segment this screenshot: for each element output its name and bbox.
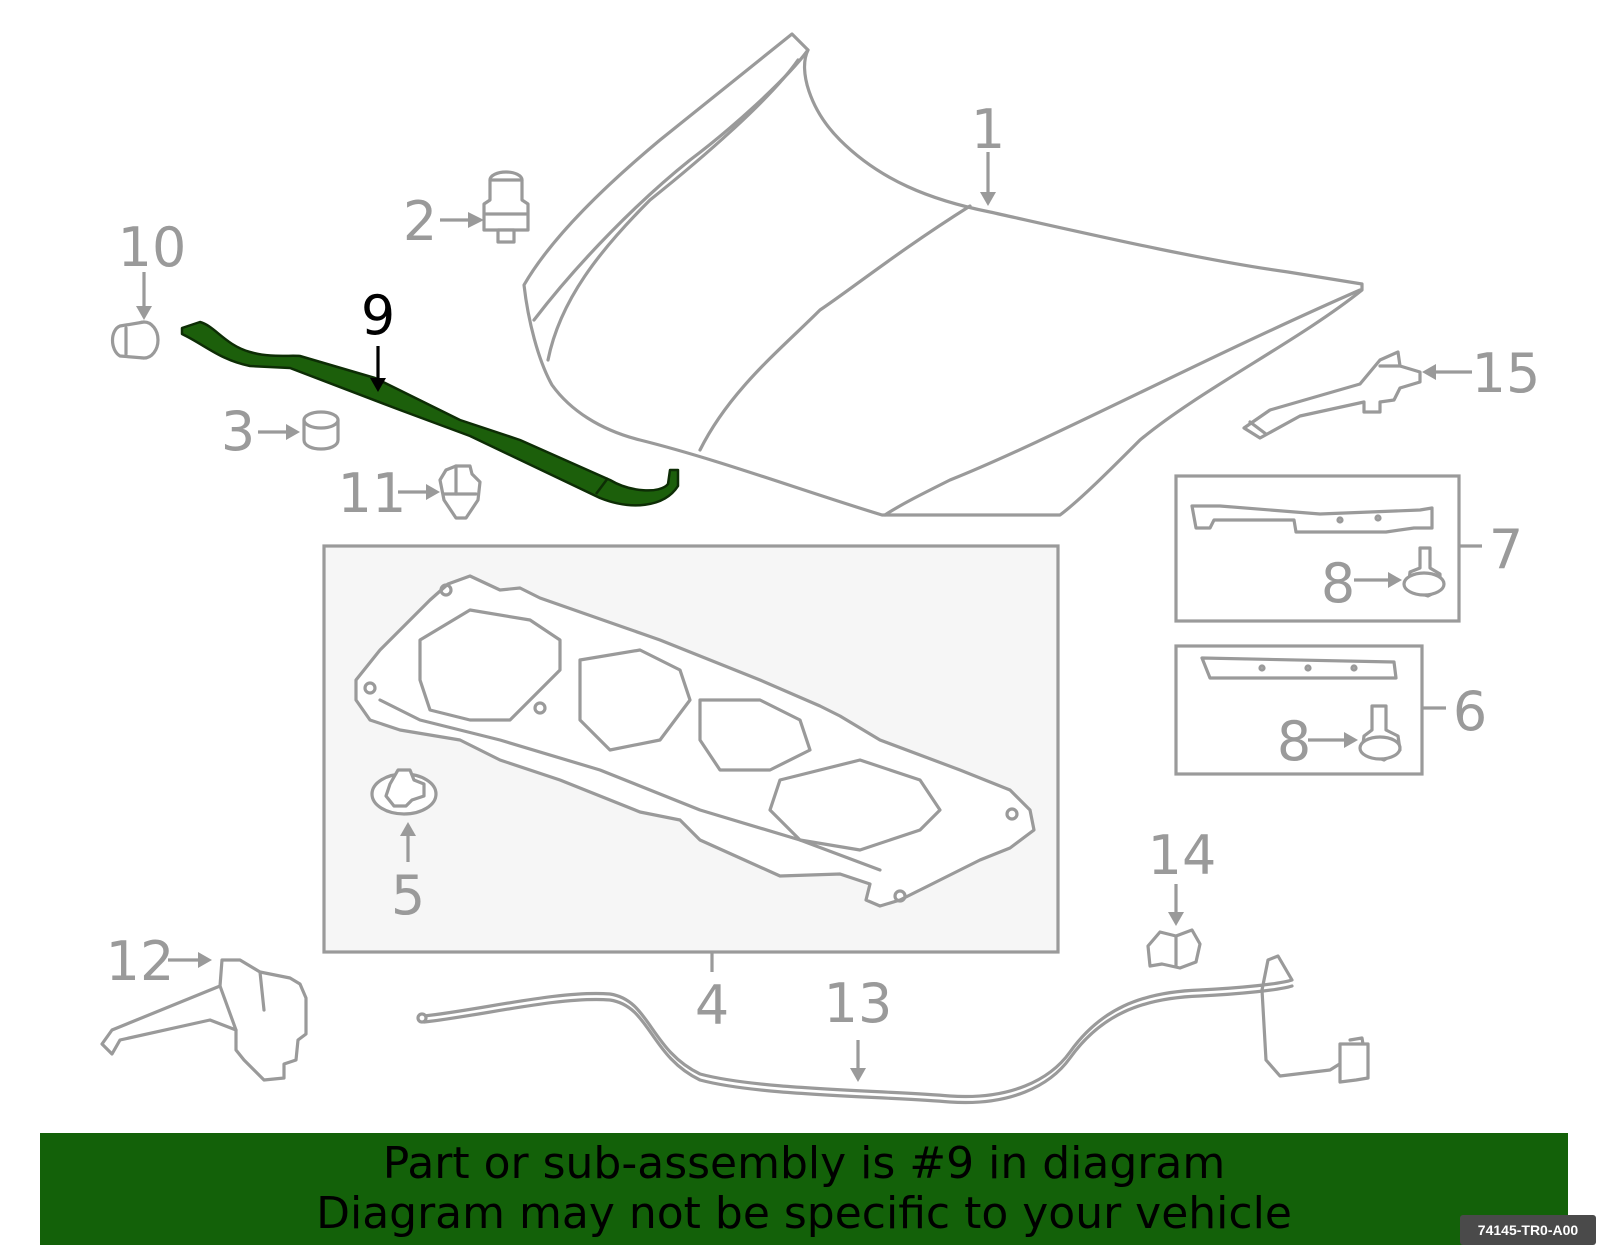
part-14-callout: 14 — [1148, 824, 1217, 926]
part-11-callout: 11 — [338, 462, 440, 525]
banner-disclaimer: Diagram may not be specific to your vehi… — [316, 1188, 1292, 1239]
callout-label-9: 9 — [361, 284, 395, 347]
part-1-callout: 1 — [971, 98, 1005, 206]
callout-label-1: 1 — [971, 98, 1005, 161]
info-banner: Part or sub-assembly is #9 in diagram Di… — [40, 1133, 1568, 1245]
part-1-hood[interactable] — [522, 32, 1364, 517]
callout-label-15: 15 — [1472, 342, 1541, 405]
part-11-clip[interactable] — [438, 464, 482, 520]
part-5-callout: 5 — [391, 822, 425, 927]
callout-label-8b: 8 — [1277, 710, 1311, 773]
part-15-callout: 15 — [1422, 342, 1540, 405]
callout-label-7: 7 — [1489, 518, 1523, 581]
reference-code-badge: 74145-TR0-A00 — [1460, 1215, 1596, 1245]
part-10-clip[interactable] — [110, 320, 160, 360]
part-12-hood-latch[interactable] — [100, 958, 308, 1082]
callout-label-13: 13 — [824, 972, 893, 1035]
callout-label-3: 3 — [221, 400, 255, 463]
callout-label-11: 11 — [338, 462, 407, 525]
part-3-bumper[interactable] — [302, 410, 340, 451]
part-9-hood-seal[interactable] — [180, 320, 680, 507]
part-3-callout: 3 — [221, 400, 300, 463]
part-14-clip[interactable] — [1146, 928, 1202, 970]
banner-background — [40, 1133, 1568, 1245]
part-5-clip[interactable] — [370, 768, 438, 816]
callout-label-2: 2 — [403, 190, 437, 253]
part-12-callout: 12 — [106, 930, 212, 993]
callout-label-10: 10 — [118, 216, 187, 279]
part-10-callout: 10 — [118, 216, 187, 320]
part-13-release-cable[interactable] — [416, 954, 1370, 1105]
callout-label-8a: 8 — [1321, 552, 1355, 615]
callout-label-6: 6 — [1453, 680, 1487, 743]
part-15-bracket[interactable] — [1242, 350, 1422, 440]
banner-part-note: Part or sub-assembly is #9 in diagram — [382, 1138, 1226, 1189]
part-7-group[interactable]: 7 8 — [1174, 474, 1523, 623]
part-2-hood-bumper[interactable] — [482, 170, 530, 244]
callout-label-5: 5 — [391, 864, 425, 927]
part-13-callout: 13 — [824, 972, 893, 1082]
callout-label-12: 12 — [106, 930, 175, 993]
part-2-callout: 2 — [403, 190, 484, 253]
callout-label-4: 4 — [695, 974, 729, 1037]
part-6-group[interactable]: 6 8 — [1174, 644, 1487, 776]
part-4-hood-insulator[interactable]: 4 — [322, 544, 1060, 1037]
part-9-callout: 9 — [361, 284, 395, 392]
callout-label-14: 14 — [1148, 824, 1217, 887]
